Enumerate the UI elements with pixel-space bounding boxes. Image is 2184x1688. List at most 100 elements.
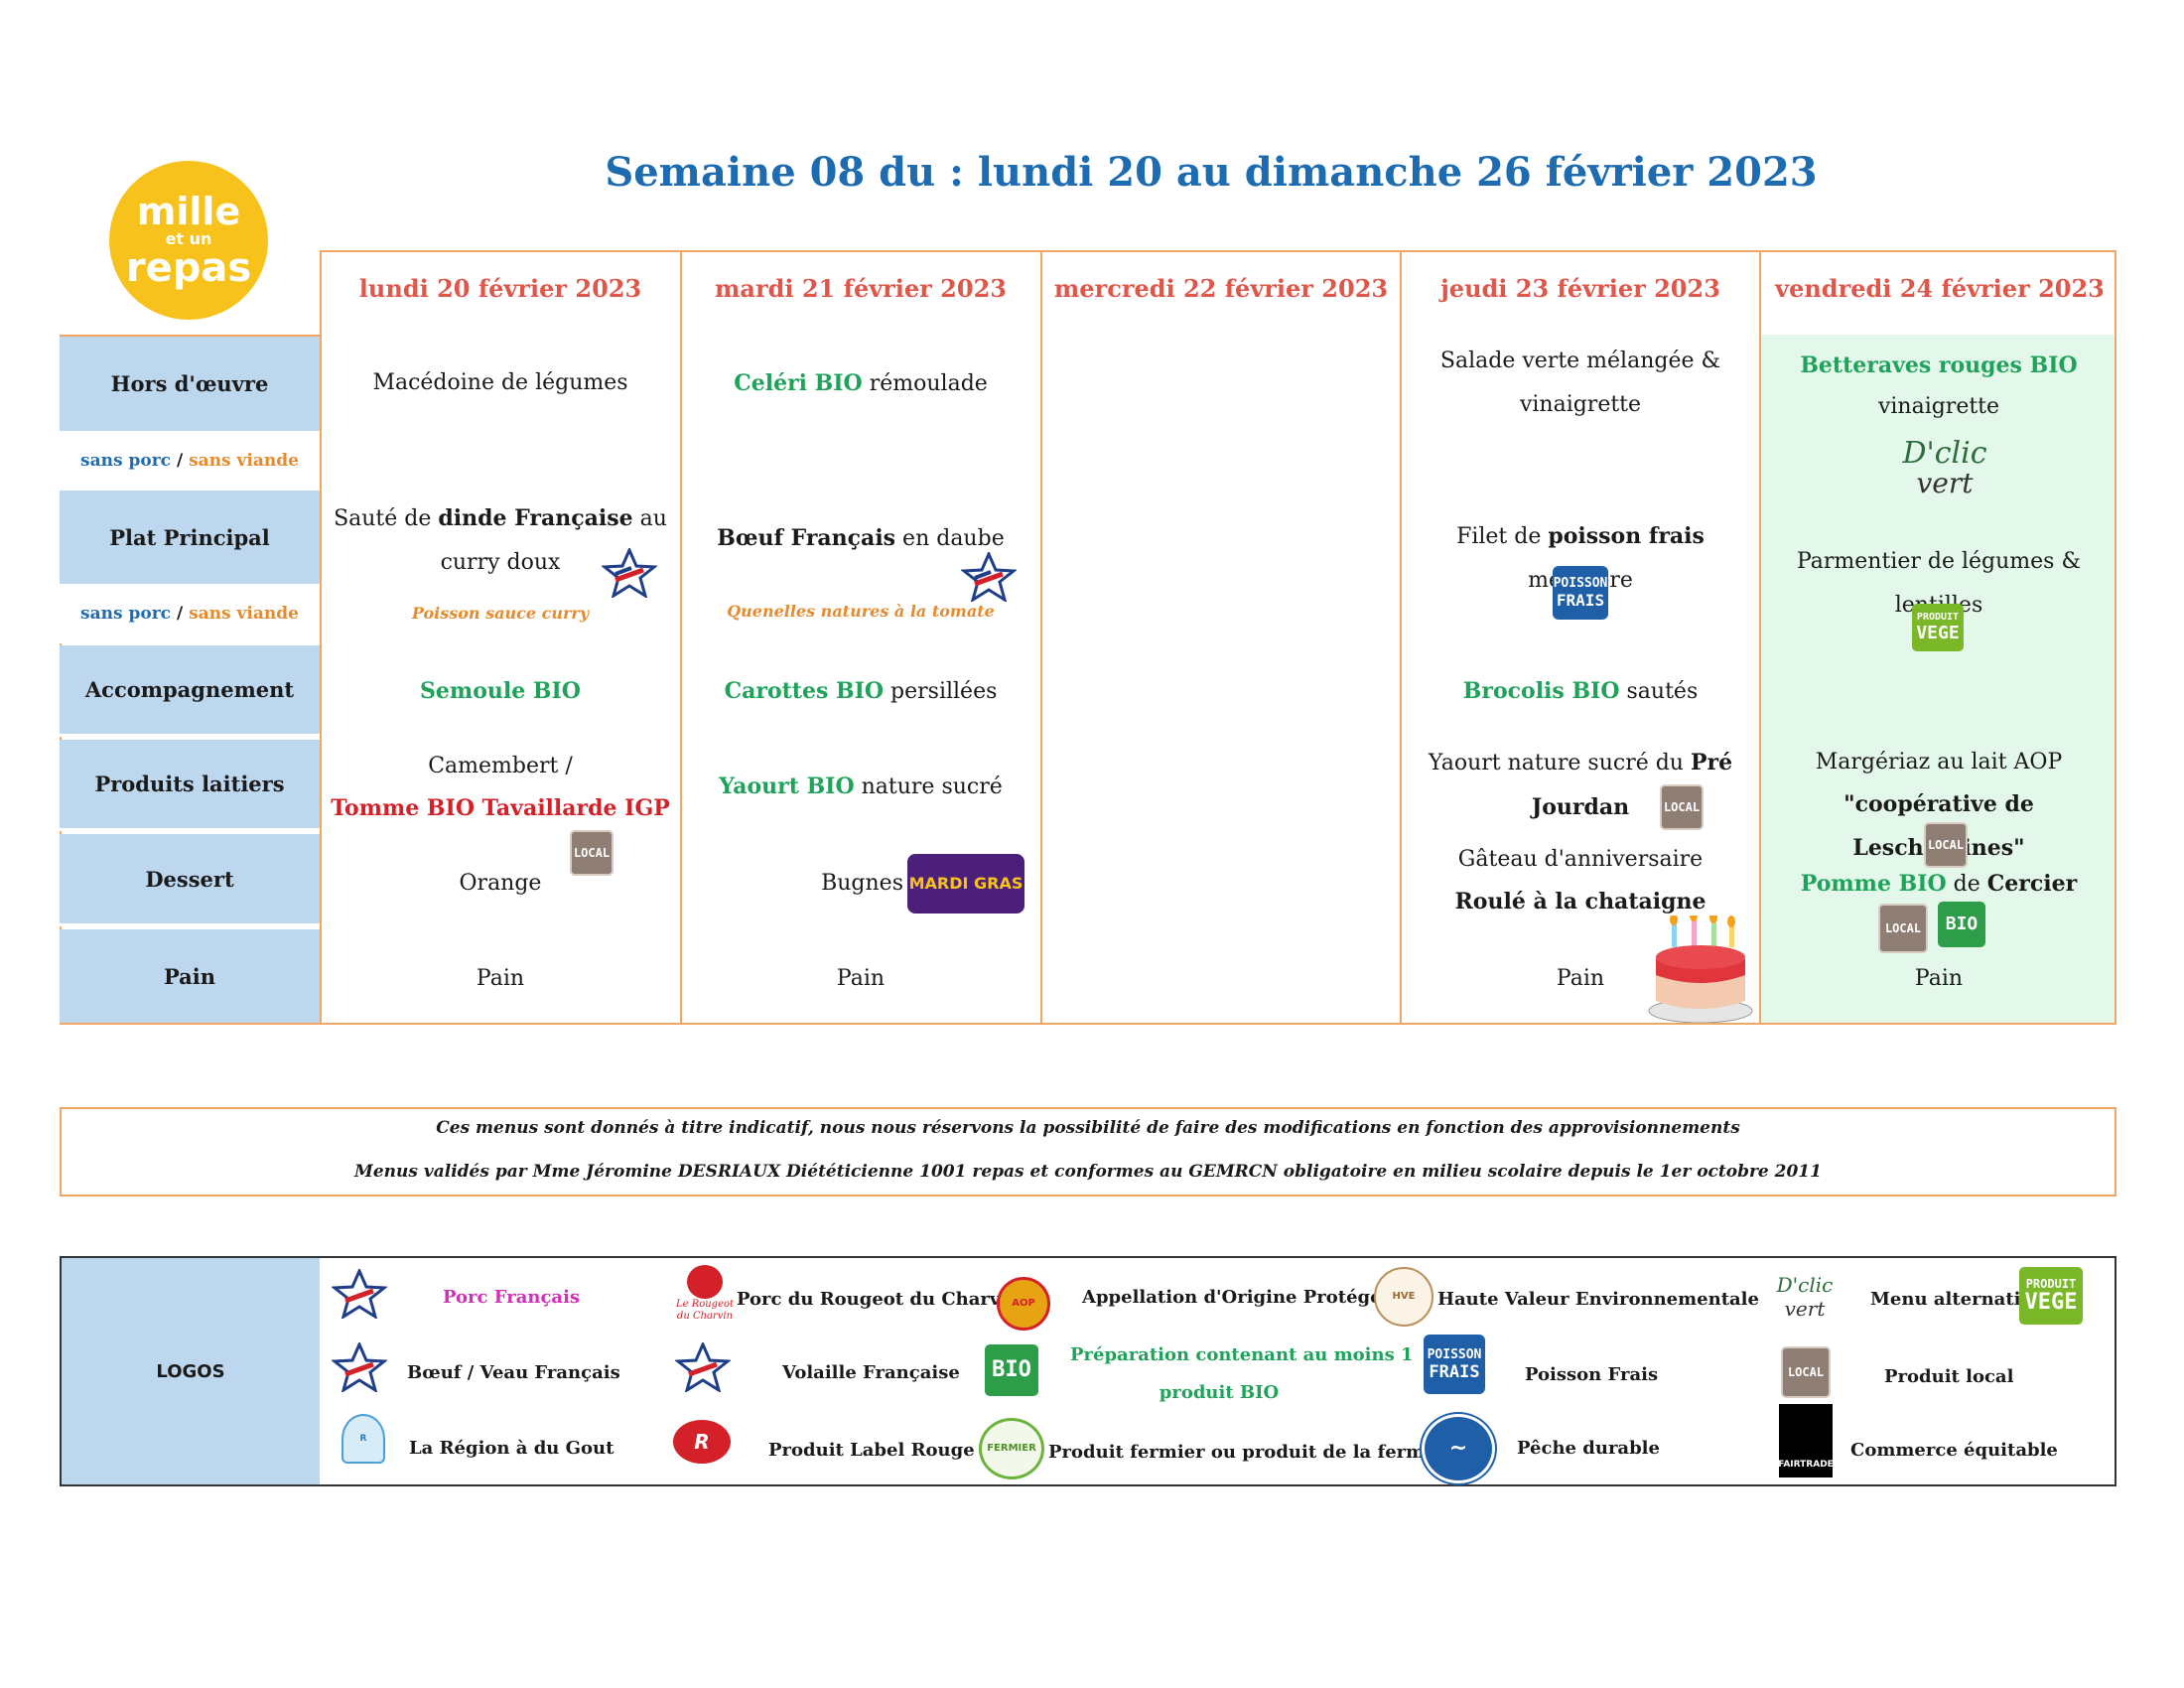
row-dessert: Dessert xyxy=(60,834,320,926)
legend-bio-b: produit BIO xyxy=(1159,1382,1280,1403)
row-plat-principal: Plat Principal xyxy=(60,491,320,584)
fri-pain: Pain xyxy=(1914,966,1964,991)
dclic-b: vert xyxy=(1784,1297,1826,1321)
thu-plat: Filet de poisson frais meunière xyxy=(1402,514,1759,603)
tue-plat-a: Bœuf Français xyxy=(717,525,896,551)
sans-viande-label: sans viande xyxy=(189,604,299,624)
tue-lait-b: nature sucré xyxy=(854,774,1003,799)
rougeot-charvin-icon: Le Rougeot du Charvin xyxy=(671,1265,739,1325)
column-divider xyxy=(1759,250,1761,1025)
tue-plat: Bœuf Français en daube xyxy=(682,516,1039,561)
volaille-francaise-icon xyxy=(675,1342,731,1392)
sans-sep: / xyxy=(176,451,184,471)
poisson-badge-b: FRAIS xyxy=(1556,591,1605,610)
legend-aop: Appellation d'Origine Protégée xyxy=(1082,1287,1394,1308)
vege-badge-b: VEGE xyxy=(2024,1290,2078,1315)
legend-region-gout: La Région à du Gout xyxy=(409,1438,614,1459)
brand-line3: repas xyxy=(125,245,252,291)
sans-porc-label: sans porc xyxy=(80,451,172,471)
thu-pain: Pain xyxy=(1556,966,1605,991)
produit-vege-icon: PRODUIT VEGE xyxy=(1912,604,1964,651)
tue-accompagnement: Carottes BIO persillées xyxy=(682,669,1039,714)
menu-grid xyxy=(320,250,2116,1025)
thu-laitier: Yaourt nature sucré du Pré Jourdan xyxy=(1412,741,1749,830)
produit-vege-icon: PRODUIT VEGE xyxy=(2019,1267,2083,1325)
vege-badge-a: PRODUIT xyxy=(2025,1277,2077,1291)
brand-line1: mille xyxy=(136,190,241,233)
mardi-gras-icon: MARDI GRAS xyxy=(907,854,1024,914)
tue-plat-b: en daube xyxy=(895,526,1005,551)
notice-line-2: Menus validés par Mme Jéromine DESRIAUX … xyxy=(354,1162,1822,1182)
legend-box xyxy=(60,1256,2116,1486)
tue-hors-b: rémoulade xyxy=(862,371,988,396)
legend-label-rouge: Produit Label Rouge xyxy=(768,1440,975,1461)
legend-menu-alternatif: Menu alternatif xyxy=(1870,1289,2029,1310)
poisson-badge-a: POISSON xyxy=(1553,576,1608,591)
row-accompagnement: Accompagnement xyxy=(60,645,320,737)
mon-alternative: Poisson sauce curry xyxy=(411,604,590,623)
mon-plat: Sauté de dinde Française au curry doux xyxy=(322,496,679,585)
mon-laitier-a: Camembert / xyxy=(428,754,573,778)
fri-dessert-a: Pomme BIO xyxy=(1800,871,1947,897)
row-pain: Pain xyxy=(60,929,320,1023)
mon-accompagnement: Semoule BIO xyxy=(420,678,581,704)
region-gout-icon: R xyxy=(341,1414,385,1464)
mon-plat-b: dinde Française xyxy=(438,505,633,531)
tue-accomp-b: persillées xyxy=(884,679,998,704)
tue-hors-doeuvre: Celéri BIO rémoulade xyxy=(682,361,1039,406)
notice-box xyxy=(60,1107,2116,1196)
mon-pain: Pain xyxy=(476,966,525,991)
legend-fermier: Produit fermier ou produit de la ferme xyxy=(1048,1442,1436,1463)
local-icon: LOCAL xyxy=(1781,1346,1831,1398)
rougeot-logo-text: Le Rougeot du Charvin xyxy=(675,1299,735,1322)
legend-hve: Haute Valeur Environnementale xyxy=(1437,1289,1759,1310)
local-icon: LOCAL xyxy=(1660,784,1704,830)
legend-poisson: Poisson Frais xyxy=(1525,1364,1659,1385)
day-title-tuesday: mardi 21 février 2023 xyxy=(715,274,1007,303)
vege-badge-b: VEGE xyxy=(1916,623,1960,643)
fairtrade-icon: FAIRTRADE xyxy=(1778,1404,1834,1477)
mon-dessert: Orange xyxy=(459,871,542,896)
row-produits-laitiers: Produits laitiers xyxy=(60,740,320,831)
sans-porc-label: sans porc xyxy=(80,604,172,624)
thu-lait-b: Pré Jourdan xyxy=(1531,750,1733,820)
day-title-wednesday: mercredi 22 février 2023 xyxy=(1053,274,1389,303)
thu-dessert-b: Roulé à la chataigne xyxy=(1454,889,1706,914)
thu-accomp-b: sautés xyxy=(1619,679,1699,704)
mon-plat-c: au curry doux xyxy=(440,506,667,575)
local-icon: LOCAL xyxy=(570,830,614,876)
column-divider xyxy=(680,250,682,1025)
legend-volaille: Volaille Française xyxy=(782,1362,960,1383)
fri-laitier-a: Margériaz au lait AOP xyxy=(1815,750,2063,774)
day-title-monday: lundi 20 février 2023 xyxy=(358,274,642,303)
tue-alternative: Quenelles natures à la tomate xyxy=(727,602,995,621)
thu-accomp-a: Brocolis BIO xyxy=(1462,678,1620,704)
column-divider xyxy=(1400,250,1402,1025)
bio-icon: BIO xyxy=(1938,902,1985,947)
friday-highlight xyxy=(1759,335,2115,1023)
thu-accompagnement: Brocolis BIO sautés xyxy=(1402,669,1759,714)
notice-line-1: Ces menus sont donnés à titre indicatif,… xyxy=(436,1118,1740,1138)
day-title-friday: vendredi 24 février 2023 xyxy=(1775,274,2105,303)
tue-accomp-a: Carottes BIO xyxy=(724,678,885,704)
hve-icon: HVE xyxy=(1374,1267,1433,1327)
tue-lait-a: Yaourt BIO xyxy=(719,774,855,799)
birthday-cake-icon xyxy=(1648,915,1753,1023)
sans-viande-label: sans viande xyxy=(189,451,299,471)
thu-dessert-a: Gâteau d'anniversaire xyxy=(1457,847,1704,872)
mon-hors-doeuvre: Macédoine de légumes xyxy=(372,370,628,395)
porc-francais-icon xyxy=(332,1269,387,1319)
local-icon: LOCAL xyxy=(1924,822,1968,868)
row-sans-porc-1: sans porc / sans viande xyxy=(60,431,320,491)
tue-pain: Pain xyxy=(836,966,886,991)
legend-boeuf-francais: Bœuf / Veau Français xyxy=(407,1362,620,1383)
fri-dessert-b: de xyxy=(1946,872,1987,897)
row-sans-porc-2: sans porc / sans viande xyxy=(60,584,320,643)
dclic-a: D'clic xyxy=(1776,1273,1834,1297)
boeuf-francais-icon xyxy=(961,552,1017,602)
dclic-a: D'clic xyxy=(1902,436,1987,471)
poisson-badge-a: POISSON xyxy=(1427,1346,1482,1362)
fri-dessert: Pomme BIO de Cercier xyxy=(1761,862,2116,907)
brand-logo: mille et un repas xyxy=(109,161,268,320)
vege-badge-a: PRODUIT xyxy=(1916,612,1960,623)
